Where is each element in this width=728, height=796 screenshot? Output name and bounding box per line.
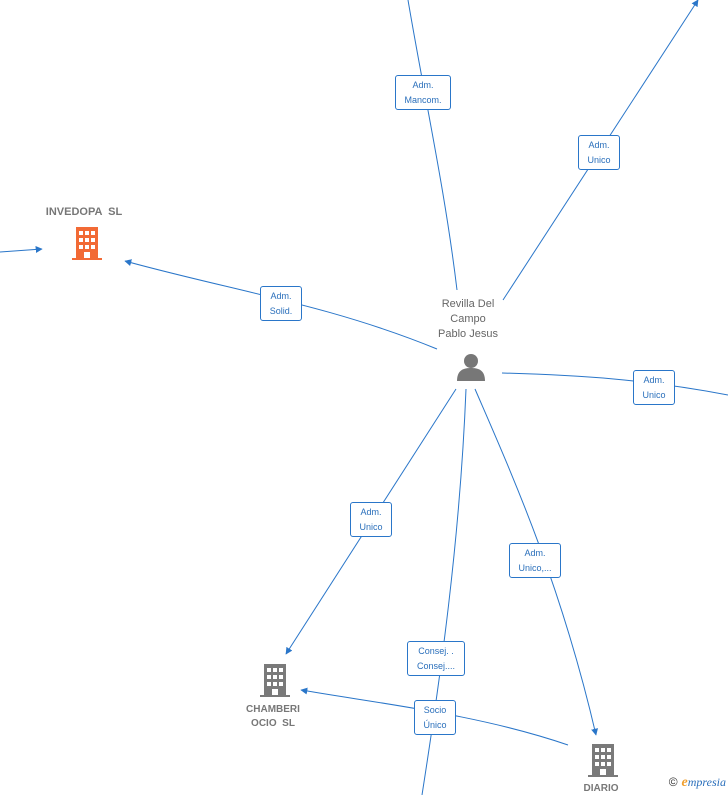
person-name-line1: Revilla Del [441, 298, 495, 310]
edge-label-line: Adm. [524, 548, 546, 558]
edge-label-invedopa-solid[interactable]: Adm. Solid. [260, 286, 302, 321]
person-node-label[interactable]: Revilla Del Campo Pablo Jesus [420, 297, 516, 342]
empresia-watermark: ©empresia [669, 775, 726, 791]
person-name-line3: Pablo Jesus [438, 328, 498, 340]
copyright-symbol: © [668, 775, 678, 789]
edge-diario-unico [474, 388, 598, 736]
edge-label-line: Solid. [269, 306, 293, 316]
edge-label-line: Consej. . [418, 646, 454, 656]
person-icon[interactable] [457, 354, 485, 381]
person-name-line2: Campo [450, 313, 486, 325]
edge-label-line: Socio [423, 705, 447, 715]
diario-node-label[interactable]: DIARIO [566, 782, 636, 796]
edge-label-socio-unico[interactable]: Socio Único [414, 700, 456, 735]
edge-label-line: Unico [642, 390, 666, 400]
edge-label-line: Unico [359, 522, 383, 532]
edge-label-line: Único [423, 720, 447, 730]
edge-label-line: Unico [587, 155, 611, 165]
invedopa-name: INVEDOPA SL [45, 206, 123, 218]
edge-label-diario-unico[interactable]: Adm. Unico,... [509, 543, 561, 578]
chamberi-name-line2: OCIO SL [251, 718, 295, 729]
edge-label-line: Adm. [360, 507, 382, 517]
edge-label-right-unico[interactable]: Adm. Unico [633, 370, 675, 405]
diario-name: DIARIO [583, 783, 619, 794]
edge-label-line: Adm. [412, 80, 434, 90]
edge-label-line: Unico,... [518, 563, 552, 573]
invedopa-node-label[interactable]: INVEDOPA SL [28, 205, 140, 220]
edge-label-top-mancom[interactable]: Adm. Mancom. [395, 75, 451, 110]
edge-label-line: Adm. [588, 140, 610, 150]
edge-top-mancom [407, 0, 458, 291]
brand-initial: e [681, 775, 688, 790]
edge-left-incoming [0, 245, 43, 253]
edge-label-line: Adm. [270, 291, 292, 301]
invedopa-building-icon[interactable] [72, 227, 102, 260]
edge-bottom-consej [421, 388, 467, 795]
brand-name: mpresia [687, 775, 726, 789]
chamberi-node-label[interactable]: CHAMBERI OCIO SL [228, 703, 318, 731]
diario-building-icon[interactable] [588, 744, 618, 777]
edge-label-chamberi-unico[interactable]: Adm. Unico [350, 502, 392, 537]
edge-label-line: Mancom. [404, 95, 442, 105]
edge-label-line: Adm. [643, 375, 665, 385]
edge-label-line: Consej.... [416, 661, 456, 671]
edge-label-bottom-consej[interactable]: Consej. . Consej.... [407, 641, 465, 676]
chamberi-building-icon[interactable] [260, 664, 290, 697]
chamberi-name-line1: CHAMBERI [246, 704, 300, 715]
edge-label-top-right-unico[interactable]: Adm. Unico [578, 135, 620, 170]
edge-right-unico [501, 372, 728, 396]
